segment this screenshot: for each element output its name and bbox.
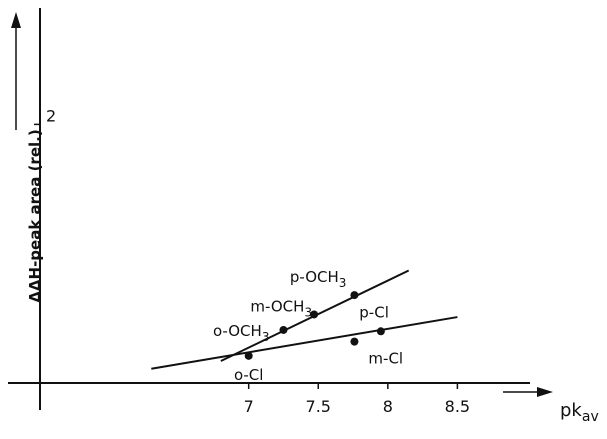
point-label-text-5: p-Cl (359, 303, 389, 321)
x-axis-title-sub: av (582, 409, 599, 425)
point-label-1: o-OCH3 (213, 322, 270, 344)
point-label-sub-2: 3 (304, 305, 312, 319)
point-label-text-4: m-Cl (368, 350, 403, 368)
point-label-3: p-OCH3 (290, 268, 347, 290)
point-label-text-2: m-OCH (250, 297, 304, 315)
y-axis-arrow-head (11, 12, 21, 28)
ticks: 7 7.5 8 8.5 2 (34, 106, 470, 416)
point-label-text-3: p-OCH (290, 268, 339, 286)
x-tick-label-0: 7 (244, 397, 254, 416)
data-point-2 (310, 310, 319, 319)
x-axis-arrow-head (537, 387, 553, 397)
x-tick-label-2: 8 (383, 397, 393, 416)
y-axis-title: ΔΔH-peak area (rel.) (26, 129, 44, 302)
data-point-5 (376, 327, 385, 336)
fit-line-1 (151, 316, 458, 370)
point-label-5: p-Cl (359, 303, 389, 321)
point-label-2: m-OCH3 (250, 297, 312, 319)
data-point-4 (350, 337, 359, 346)
point-label-sub-3: 3 (339, 276, 347, 290)
data-points (244, 291, 385, 360)
point-label-sub-1: 3 (262, 330, 270, 344)
point-label-4: m-Cl (368, 350, 403, 368)
point-label-text-1: o-OCH (213, 322, 262, 340)
point-label-text-0: o-Cl (234, 366, 264, 384)
x-axis-title: pkav (560, 400, 599, 425)
data-point-3 (350, 291, 359, 300)
x-tick-label-1: 7.5 (306, 397, 331, 416)
axes (8, 8, 553, 410)
x-tick-label-3: 8.5 (445, 397, 470, 416)
y-tick-label-0: 2 (46, 106, 56, 125)
data-point-0 (244, 351, 253, 360)
point-label-0: o-Cl (234, 366, 264, 384)
x-axis-title-main: pk (560, 400, 582, 421)
data-point-1 (279, 325, 288, 334)
